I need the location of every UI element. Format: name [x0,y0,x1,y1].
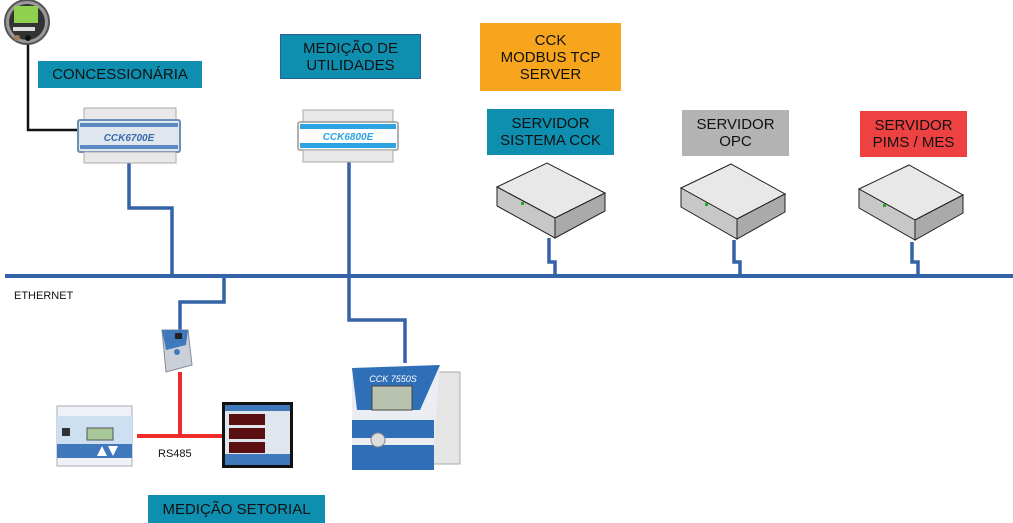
label-medicao-setorial: MEDIÇÃO SETORIAL [148,495,325,523]
label-servidor-opc: SERVIDOR OPC [682,110,789,156]
server-cck-link [547,238,557,276]
server-sistema-cck-icon [495,162,607,239]
server-opc-icon [679,163,787,240]
label-concessionaria: CONCESSIONÁRIA [38,61,202,88]
cck6700e-ethernet-link [127,163,174,276]
cck6800e-link [347,162,407,363]
cck6800e-label: CCK6800E [323,132,374,143]
utility-meter-icon [4,0,50,45]
label-servidor-sistema-cck: SERVIDOR SISTEMA CCK [487,109,614,155]
cck6700e-label: CCK6700E [104,133,155,144]
din-energy-meter-icon [56,405,133,467]
cck7550s-label: CCK 7550S [369,374,417,384]
server-opc-link [732,240,742,276]
cck7550s-device-icon [352,365,461,470]
server-pims-link [910,242,920,276]
rs485-label: RS485 [158,448,192,460]
cck6800e-device-icon [297,109,399,163]
panel-energy-meter-icon [222,402,293,468]
converter-link [178,276,226,330]
ethernet-converter-icon [161,329,193,373]
label-medicao-utilidades: MEDIÇÃO DE UTILIDADES [280,34,421,79]
label-modbus-tcp-server: CCK MODBUS TCP SERVER [480,23,621,91]
label-servidor-pims-mes: SERVIDOR PIMS / MES [860,111,967,157]
ethernet-label: ETHERNET [14,290,74,302]
cck6700e-device-icon [77,107,181,164]
server-pims-icon [857,164,965,241]
meter-cable [26,44,80,132]
